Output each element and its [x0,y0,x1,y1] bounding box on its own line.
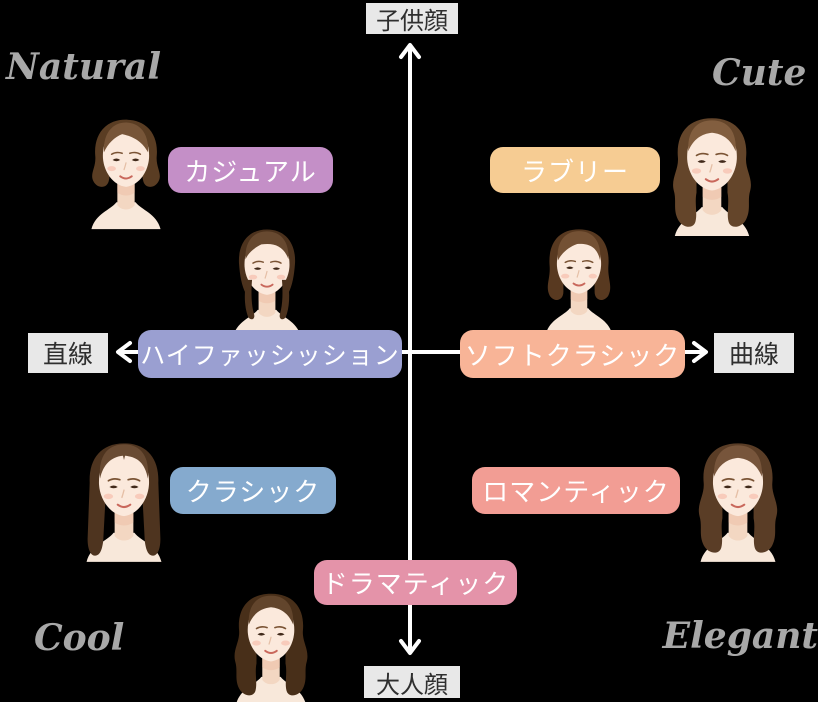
corner-label-cute: Cute [712,52,807,94]
style-pill-casual: カジュアル [168,147,333,193]
right-arrow-icon [692,341,708,363]
portrait-dramatic-illustration [222,586,320,702]
style-pill-dramatic: ドラマティック [314,560,517,605]
axis-label-curve: 曲線 [714,333,794,373]
portrait-softclassic-illustration [530,222,628,334]
style-pill-lovely: ラブリー [490,147,660,193]
corner-label-elegant: Elegant [662,615,818,657]
portrait-classic-illustration [72,435,176,563]
axis-label-child-face: 子供顔 [366,3,458,35]
axis-label-adult-face: 大人顔 [364,666,460,699]
portrait-casual-illustration [78,112,174,230]
portrait-romantic-illustration [686,435,790,563]
style-pill-highfashion: ハイファッシッション [138,330,402,378]
style-pill-softclassic: ソフトクラシック [460,330,685,378]
left-arrow-icon [116,341,132,363]
style-pill-classic: クラシック [170,467,336,514]
portrait-highfashion-illustration [218,222,316,336]
up-arrow-icon [399,43,421,59]
down-arrow-icon [399,639,421,655]
style-pill-romantic: ロマンティック [472,467,680,514]
portrait-lovely-illustration [656,110,768,236]
axis-label-straight: 直線 [28,333,108,373]
corner-label-natural: Natural [6,46,162,88]
vertical-axis [399,43,421,655]
corner-label-cool: Cool [34,617,125,659]
